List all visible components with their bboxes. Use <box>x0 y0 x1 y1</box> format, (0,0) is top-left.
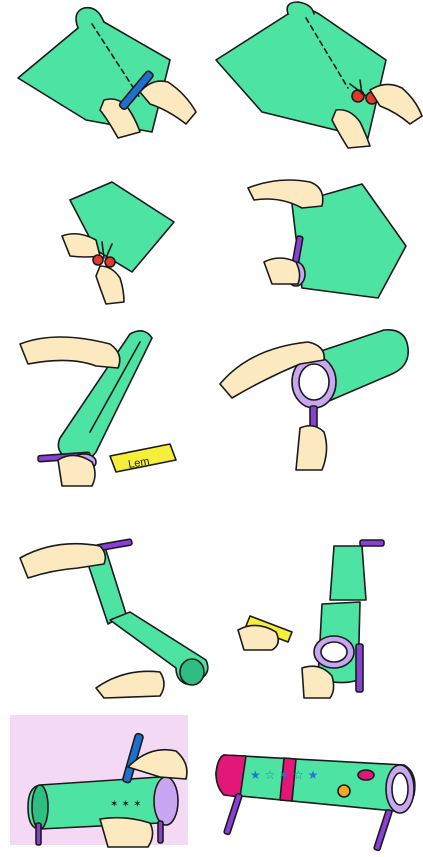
hand-top <box>20 337 120 368</box>
step-1-mark-paper <box>0 0 210 150</box>
handle-leg-right <box>374 809 393 851</box>
tube-body <box>216 755 415 811</box>
hand-bottom <box>96 671 164 698</box>
tube-end <box>180 659 204 685</box>
tube-upper <box>330 546 366 600</box>
glue-tube-label: Lem <box>127 455 150 471</box>
step-3-trim-sheet <box>0 170 210 310</box>
handle-stick-top <box>360 540 384 546</box>
ring-opening <box>392 773 408 805</box>
glue-tube-icon: Lem <box>110 444 176 472</box>
hand-bottom <box>58 455 95 486</box>
sun-decoration <box>338 785 350 797</box>
handle-leg-left <box>224 793 243 835</box>
paper-sheet <box>216 9 386 138</box>
hand-bottom <box>264 258 300 284</box>
paper-sheet <box>70 182 174 272</box>
step-10-finished-telescope: ★ ☆ ✶ ☆ ★ <box>210 715 423 857</box>
step-5-roll-tube: Lem <box>0 320 210 490</box>
hand-left <box>238 625 278 650</box>
step-6-attach-ring <box>210 320 423 490</box>
step-9-decorate: ✶ ✶ ✶ <box>0 715 210 857</box>
handle-leg-left <box>36 823 41 845</box>
step-8-glue-joined <box>210 520 423 700</box>
handle-stick <box>356 644 363 692</box>
planet-decoration <box>358 770 374 780</box>
paper-roll <box>287 2 314 14</box>
hand-bottom <box>100 818 153 847</box>
hand-right <box>96 266 124 304</box>
pink-band-left <box>216 755 246 797</box>
step-7-join-tubes <box>0 520 210 700</box>
hand-right <box>370 84 422 124</box>
ring-opening <box>299 364 329 400</box>
star-decorations: ★ ☆ ✶ ☆ ★ <box>250 768 318 782</box>
step-4-place-ring <box>210 170 423 310</box>
hand-bottom <box>296 426 327 470</box>
handle-leg-right <box>158 821 163 843</box>
ring-opening <box>321 642 347 662</box>
step-2-cut-paper <box>210 0 423 150</box>
ring <box>154 777 178 825</box>
star-decorations: ✶ ✶ ✶ <box>110 799 142 810</box>
hand-top <box>248 180 323 208</box>
